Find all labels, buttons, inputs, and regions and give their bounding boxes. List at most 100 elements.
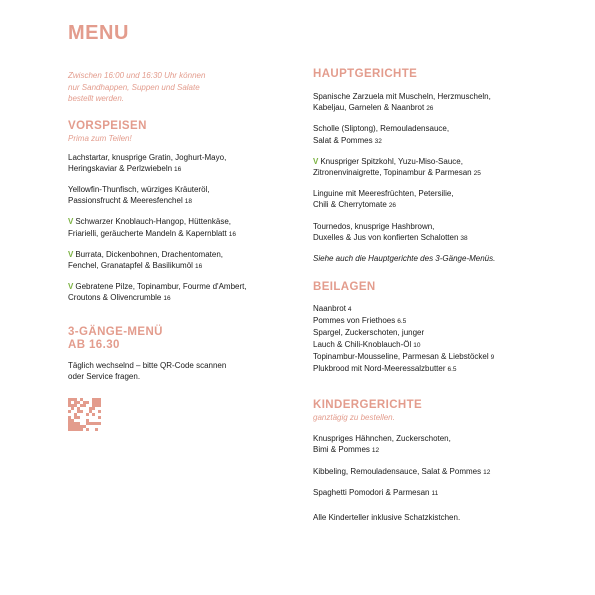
qr-module xyxy=(92,400,95,404)
qr-module xyxy=(71,421,74,425)
qr-module xyxy=(71,418,74,422)
menu-item-line: Pommes von Friethoes xyxy=(313,316,396,326)
qr-module xyxy=(80,409,83,413)
menu-item-price: 12 xyxy=(483,468,491,476)
qr-module xyxy=(92,406,95,410)
qr-module xyxy=(74,424,77,428)
qr-module xyxy=(77,415,80,419)
3-gaenge-description: Täglich wechselnd – bitte QR-Code scanne… xyxy=(68,360,278,382)
menu-item-price: 25 xyxy=(473,170,481,178)
qr-module xyxy=(71,424,74,428)
section-heading-kindergerichte: KINDERGERICHTE xyxy=(313,399,423,412)
opening-note-line: nur Sandhappen, Suppen und Salate xyxy=(68,82,200,92)
menu-item-line: Kibbeling, Remouladensauce, Salat & Pomm… xyxy=(313,466,482,476)
menu-item-line: Lauch & Chili-Knoblauch-Öl xyxy=(313,339,412,349)
qr-module xyxy=(80,424,83,428)
menu-item-line: Friarielli, geräucherte Mandeln & Kapern… xyxy=(68,228,227,238)
qr-module xyxy=(74,397,77,401)
qr-module xyxy=(77,400,80,404)
opening-note-line: Zwischen 16:00 und 16:30 Uhr können xyxy=(68,71,206,80)
menu-item-line: Zitronenvinaigrette, Topinambur & Parmes… xyxy=(313,168,472,178)
description-line: Täglich wechselnd – bitte QR-Code scanne… xyxy=(68,360,227,370)
menu-item-line: Spanische Zarzuela mit Muscheln, Herzmus… xyxy=(313,92,491,101)
vegetarian-mark: V xyxy=(68,249,74,259)
menu-item-line: Burrata, Dickenbohnen, Drachentomaten, xyxy=(75,249,223,259)
menu-item-line: Topinambur-Mousseline, Parmesan & Liebst… xyxy=(313,351,489,361)
menu-item: Tournedos, knusprige Hashbrown, Duxelles… xyxy=(313,221,553,244)
menu-item-price: 26 xyxy=(388,202,397,210)
menu-item: Topinambur-Mousseline, Parmesan & Liebst… xyxy=(313,351,553,363)
section-heading-beilagen: BEILAGEN xyxy=(313,281,376,294)
qr-module xyxy=(83,403,86,407)
qr-module xyxy=(98,409,101,413)
qr-module xyxy=(71,406,74,410)
menu-item-line: Croutons & Olivencrumble xyxy=(68,293,162,303)
menu-item-line: Gebratene Pilze, Topinambur, Fourme d'Am… xyxy=(75,282,247,292)
menu-item: Lachstartar, knusprige Gratin, Joghurt-M… xyxy=(68,152,278,175)
menu-item-line: Linguine mit Meeresfrüchten, Petersilie, xyxy=(313,189,454,199)
qr-module xyxy=(71,427,74,431)
qr-module xyxy=(95,427,98,431)
qr-module xyxy=(74,403,77,407)
qr-module xyxy=(68,418,71,422)
menu-item: Yellowfin-Thunfisch, würziges Kräuteröl,… xyxy=(68,184,278,207)
qr-module xyxy=(83,400,86,404)
menu-item: Spargel, Zuckerschoten, junger xyxy=(313,327,553,338)
menu-item-line: Tournedos, knusprige Hashbrown, xyxy=(313,221,435,231)
menu-item-line: Salat & Pommes xyxy=(313,135,373,145)
menu-title: MENU xyxy=(68,22,129,44)
qr-code-icon[interactable] xyxy=(68,397,101,431)
menu-item-line: Fenchel, Granatapfel & Basilikumöl xyxy=(68,260,193,270)
qr-module xyxy=(71,403,74,407)
qr-module xyxy=(92,397,95,401)
qr-module xyxy=(80,427,83,431)
menu-item-line: Knuspriger Spitzkohl, Yuzu-Miso-Sauce, xyxy=(320,156,463,166)
menu-item: Knuspriges Hähnchen, Zuckerschoten, Bimi… xyxy=(313,433,553,456)
qr-module xyxy=(89,406,92,410)
qr-module xyxy=(83,424,86,428)
qr-module xyxy=(92,403,95,407)
right-column: HAUPTGERICHTE Spanische Zarzuela mit Mus… xyxy=(313,68,553,532)
left-column: Zwischen 16:00 und 16:30 Uhr können nur … xyxy=(68,70,278,431)
section-heading-hauptgerichte: HAUPTGERICHTE xyxy=(313,68,418,80)
qr-module xyxy=(86,418,89,422)
menu-item-price: 16 xyxy=(228,230,236,238)
menu-item-line: Schwarzer Knoblauch-Hangop, Hüttenkäse, xyxy=(75,217,231,227)
menu-item-price: 10 xyxy=(413,341,421,349)
qr-module xyxy=(98,428,101,431)
menu-item-line: Passionsfrucht & Meeresfenchel xyxy=(68,196,183,206)
qr-module xyxy=(68,400,71,404)
menu-item-price: 11 xyxy=(431,489,439,497)
menu-item-line: Yellowfin-Thunfisch, würziges Kräuteröl, xyxy=(68,184,210,194)
qr-module xyxy=(68,409,71,413)
menu-item: Kibbeling, Remouladensauce, Salat & Pomm… xyxy=(313,466,553,478)
qr-module xyxy=(74,421,77,425)
menu-item-price: 4 xyxy=(347,306,352,314)
menu-item-line: Bimi & Pommes xyxy=(313,445,370,455)
menu-item-line: Heringskaviar & Perlzwiebeln xyxy=(68,163,173,173)
qr-module xyxy=(86,400,89,404)
vegetarian-mark: V xyxy=(68,217,74,227)
vegetarian-mark: V xyxy=(68,282,74,292)
qr-module xyxy=(80,397,83,401)
qr-module xyxy=(74,400,77,404)
qr-module xyxy=(80,403,83,407)
qr-module xyxy=(68,424,71,428)
qr-module xyxy=(98,397,101,401)
menu-item: Linguine mit Meeresfrüchten, Petersilie,… xyxy=(313,188,553,211)
opening-note-line: bestellt werden. xyxy=(68,94,125,103)
qr-module xyxy=(77,409,80,413)
menu-item-line: Spaghetti Pomodori & Parmesan xyxy=(313,487,430,497)
qr-module xyxy=(95,421,98,425)
qr-module xyxy=(98,403,101,407)
menu-item-line: Chili & Cherrytomate xyxy=(313,200,387,210)
qr-module xyxy=(95,403,98,407)
menu-item-line: Duxelles & Jus von konfierten Schalotten xyxy=(313,232,459,242)
qr-module xyxy=(68,415,71,419)
